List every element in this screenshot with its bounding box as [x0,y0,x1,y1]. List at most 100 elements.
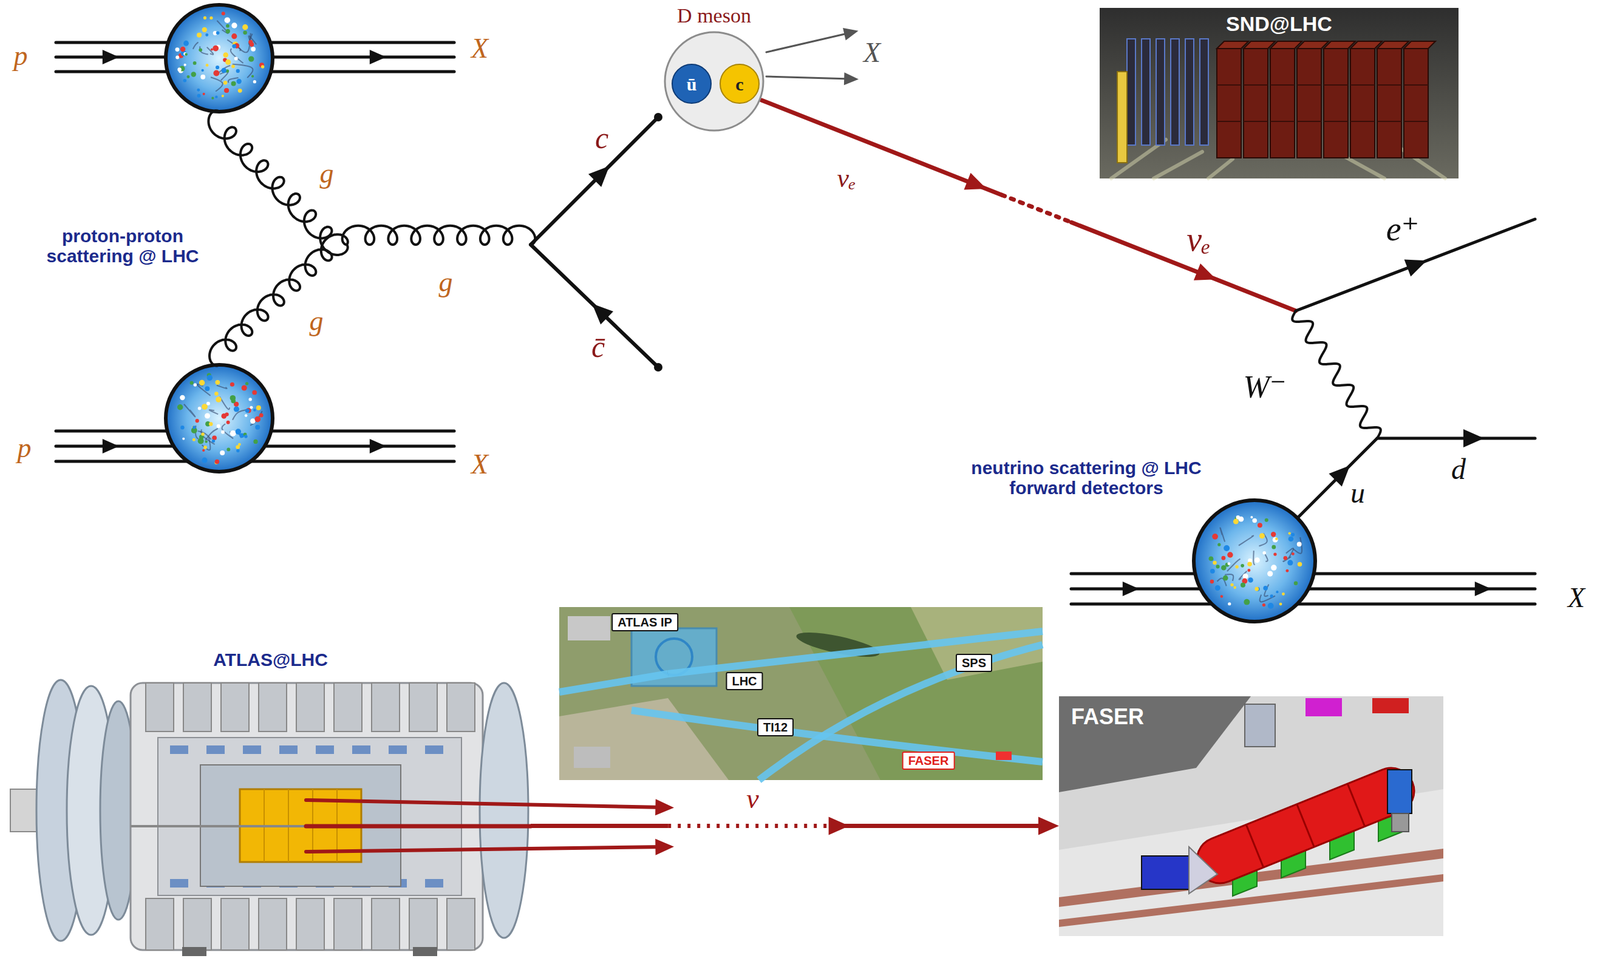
parton-dot [261,64,265,69]
muon-chamber [206,745,225,755]
map-tag: ATLAS IP [611,613,679,632]
particle-label: νₑ [836,163,856,194]
parton-dot [183,63,187,67]
parton-dot [236,78,242,84]
block-grid [1377,84,1402,86]
parton-dot [236,449,240,453]
tunnel [667,631,1043,675]
emulsion-box [1141,856,1191,890]
toroid-coil [296,898,325,951]
parton-dot [1283,556,1288,561]
parton-dot [219,450,225,456]
parton-dot [196,88,200,92]
calorimeter-top [1377,41,1409,49]
particle-label: p [13,40,28,72]
parton-dot [1270,564,1277,571]
parton-dot [183,40,189,47]
block-grid [1350,84,1375,86]
parton-dot [1279,602,1283,606]
proton-arrow [102,439,120,454]
node-label: D meson [626,4,802,27]
parton-dot [221,430,225,435]
parton-dot [251,390,257,396]
beam-segment-dotted [667,823,837,829]
particle-label: X [1567,582,1585,614]
parton-dot [1215,585,1221,591]
parton-dot [208,422,213,426]
fermion-arrow [588,165,610,188]
parton-dot [1297,542,1302,548]
map-tag: LHC [725,672,763,691]
toroid-coil [446,898,475,951]
muon-chamber [425,745,444,755]
parton-dot [231,22,237,28]
calorimeter-block [1377,48,1402,158]
parton-dot [1243,599,1250,606]
map-tag: FASER [902,751,956,770]
block-grid [1270,120,1295,123]
parton-dot [193,61,197,65]
particle-label: g [320,158,334,190]
calorimeter-block [1403,48,1429,158]
parton-dot [234,56,239,61]
parton-dot [242,30,248,35]
parton-dot [1233,519,1239,525]
equipment [1305,698,1342,717]
quark-line [530,117,659,245]
quark-circle: c [718,63,761,105]
parton-dot [1271,545,1276,550]
toroid-coil [258,898,287,951]
block-grid [1297,84,1322,86]
parton-squiggle [230,48,244,64]
parton-dot [1215,564,1220,569]
parton-dot [244,434,248,439]
parton-dot [231,33,237,39]
node-label: SND@LHC [1099,12,1459,36]
parton-squiggle [216,385,228,389]
parton-dot [187,75,191,79]
parton-dot [201,403,208,410]
fermion-arrow [1193,263,1217,281]
cabinet [1244,704,1276,747]
muon-chamber [352,745,371,755]
parton-dot [205,63,209,67]
parton-dot [231,44,237,49]
parton-dot [253,408,256,412]
proton-arrow [1122,581,1140,597]
parton-dot [1273,552,1277,556]
parton-dot [215,396,222,403]
parton-dot [221,11,226,16]
parton-squiggle [1293,537,1302,554]
parton-dot [216,424,221,429]
parton-dot [175,47,180,52]
parton-dot [180,46,186,52]
parton-dot [1275,537,1278,540]
map-label: SPS [961,656,987,670]
muon-chamber [170,745,189,755]
parton-dot [1252,518,1257,524]
meson-circle: D mesonūc [663,30,766,133]
parton-dot [182,78,187,83]
tunnel [559,674,668,693]
map-label: FASER [908,754,950,768]
tunnel [759,644,1043,781]
block-grid [1297,120,1322,123]
parton-dot [206,401,211,406]
block-grid [1377,120,1402,123]
parton-dot [1272,537,1279,543]
tunnel-render [1058,696,1444,937]
particle-label: c [595,121,609,155]
parton-dot [200,74,206,80]
neutrino-beam-arrow [530,817,1059,836]
parton-dot [251,75,254,78]
building [567,616,611,641]
parton-dot [1267,602,1274,610]
block-grid [1323,120,1349,123]
calorimeter-top [1297,41,1329,49]
parton-dot [196,32,202,38]
parton-dot [1227,551,1233,558]
parton-dot [221,413,227,419]
toroid-coil [258,683,287,732]
parton-dot [200,69,204,72]
circle-shape [664,32,764,131]
